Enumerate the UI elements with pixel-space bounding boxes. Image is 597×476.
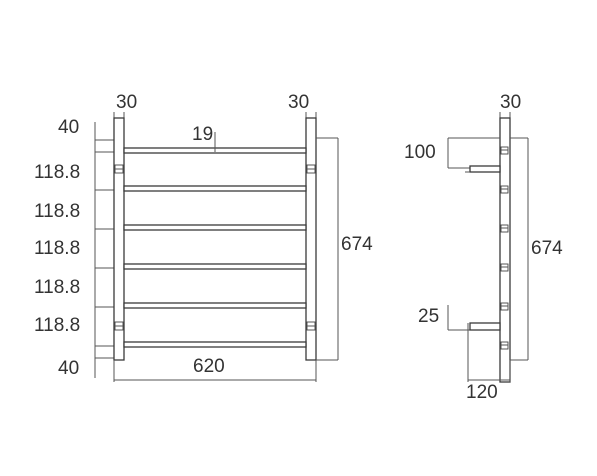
left-post	[113, 117, 125, 361]
rail-6	[123, 341, 307, 348]
side-height-dimension	[510, 137, 529, 361]
left-dimension-label: 118.8	[34, 201, 80, 222]
side-top-offset	[447, 137, 501, 173]
front-brackets	[114, 164, 316, 331]
side-bottom-offset-label: 25	[418, 306, 439, 327]
front-overall-height-label: 674	[341, 234, 373, 255]
rail-2	[123, 185, 307, 192]
left-dimension-label: 40	[58, 358, 79, 379]
side-post	[499, 117, 511, 383]
rail-5	[123, 302, 307, 309]
side-view: 30 100 25 120 674	[404, 92, 563, 403]
front-view: 30 30 19 620 674 40 118.8 118.8 118.8 11…	[34, 92, 373, 382]
left-dimension-label: 118.8	[34, 162, 80, 183]
front-overall-width-label: 620	[193, 356, 225, 377]
side-overall-height-label: 674	[531, 238, 563, 259]
left-dimension-label: 118.8	[34, 277, 80, 298]
rail-3	[123, 224, 307, 231]
side-depth-label: 120	[466, 382, 498, 403]
side-depth-dimension	[467, 323, 511, 382]
rails	[123, 147, 307, 348]
side-brackets	[500, 146, 509, 350]
side-top-dimension: 30	[500, 92, 521, 113]
side-top-offset-label: 100	[404, 142, 436, 163]
left-dimension-label: 118.8	[34, 238, 80, 259]
side-bottom-offset	[447, 305, 501, 331]
front-height-dimension	[316, 137, 339, 361]
front-top-left-dimension: 30	[116, 92, 137, 113]
left-dimension-label: 118.8	[34, 315, 80, 336]
right-post	[305, 117, 317, 361]
front-top-right-dimension: 30	[288, 92, 309, 113]
left-dimension-label: 40	[58, 117, 79, 138]
left-dimension-labels: 40 118.8 118.8 118.8 118.8 118.8 40	[34, 117, 80, 379]
rail-4	[123, 263, 307, 270]
front-width-dimension	[113, 360, 317, 382]
left-dimension-chain	[94, 122, 114, 378]
bar-diameter-label: 19	[192, 124, 213, 145]
